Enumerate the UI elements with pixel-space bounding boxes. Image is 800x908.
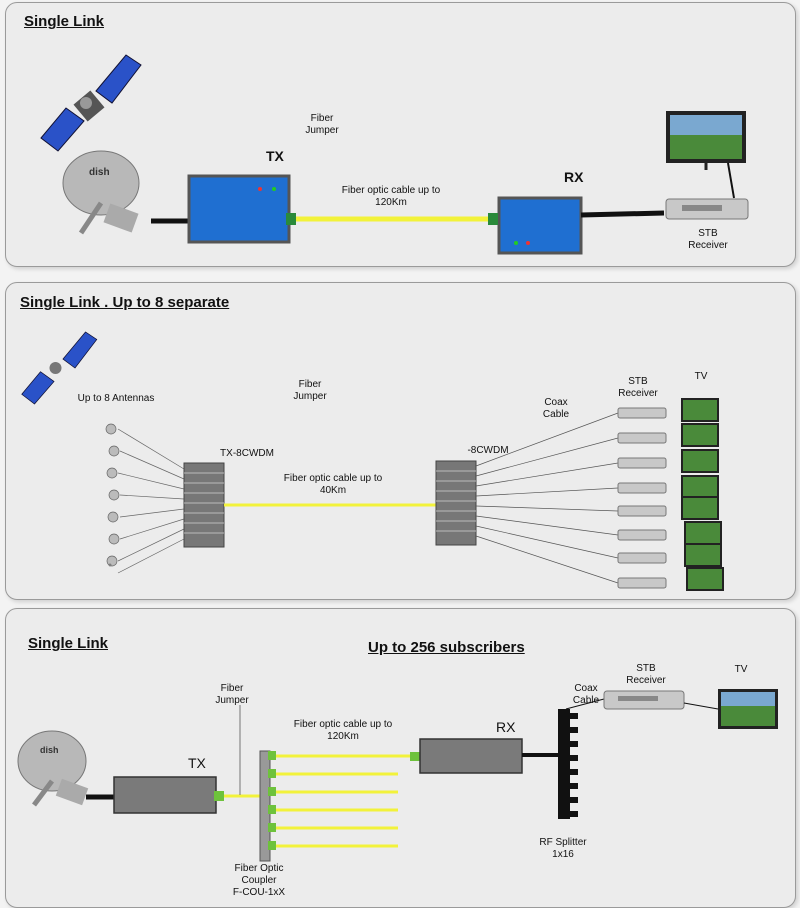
- tx-8cwdm-mux: [183, 462, 225, 548]
- stb-receivers: [617, 407, 667, 589]
- antennas-label: Up to 8 Antennas: [77, 393, 155, 404]
- stb-label: STB Receiver: [688, 228, 728, 251]
- panel1-graphics: dish: [40, 54, 749, 255]
- svg-text:dish: dish: [89, 167, 110, 178]
- stb-receiver-icon: [665, 198, 749, 220]
- rx-8cwdm-demux: [435, 460, 477, 546]
- tv-label: TV: [694, 371, 708, 382]
- rx-label: RX: [496, 719, 516, 735]
- splitter-label: RF Splitter 1x16: [539, 837, 587, 860]
- rf-splitter: [558, 709, 578, 819]
- panel-title: Single Link: [28, 635, 109, 652]
- panel-title: Single Link: [24, 13, 105, 30]
- coax-lines: [475, 412, 619, 584]
- tv-icon: [666, 111, 746, 199]
- tx-label: TX: [188, 755, 206, 771]
- coupler-outputs: [270, 754, 416, 848]
- tx-label: TX: [266, 148, 284, 164]
- fiber-jumper-label: Fiber Jumper: [215, 683, 249, 706]
- rx-device: [488, 196, 583, 255]
- panel-256-subscribers: dish: [5, 608, 796, 908]
- cable-label: Fiber optic cable up to 120Km: [293, 719, 393, 742]
- svg-text:dish: dish: [40, 745, 59, 755]
- tx-device: [113, 776, 217, 814]
- tx-label: TX-8CWDM: [220, 448, 274, 459]
- tv-icon: [718, 689, 778, 729]
- stb-receiver-icon: [603, 690, 685, 710]
- panel3-graphics: dish: [17, 689, 778, 862]
- fiber-jumper-label: Fiber Jumper: [305, 113, 339, 136]
- coax-label: Coax Cable: [542, 397, 570, 420]
- panel-multi-link: Single Link . Up to 8 separate Up to 8 A…: [5, 282, 796, 600]
- stb-label: STB Receiver: [618, 376, 658, 399]
- satellite-icon: [40, 54, 142, 152]
- panel-subtitle: Up to 256 subscribers: [368, 639, 525, 656]
- rx-device: [419, 738, 523, 774]
- panel2-graphics: [21, 331, 724, 591]
- stb-label: STB Receiver: [626, 663, 666, 686]
- cable-label: Fiber optic cable up to 120Km: [341, 185, 441, 208]
- satellite-icon: [21, 331, 98, 405]
- rx-label: -8CWDM: [467, 445, 509, 456]
- cable-label: Fiber optic cable up to 40Km: [283, 473, 383, 496]
- tx-device: [187, 174, 296, 244]
- tv-label: TV: [734, 664, 748, 675]
- fiber-jumper-label: Fiber Jumper: [293, 379, 327, 402]
- panel-title: Single Link . Up to 8 separate: [20, 294, 230, 311]
- antenna-array: [105, 423, 185, 574]
- dish-antenna-icon: dish: [17, 730, 89, 807]
- coupler-label: Fiber Optic Coupler F-COU-1xX: [232, 863, 286, 898]
- dish-antenna-icon: dish: [62, 150, 140, 235]
- panel-single-link: dish: [5, 2, 796, 267]
- rx-label: RX: [564, 169, 584, 185]
- coax-label: Coax Cable: [572, 683, 600, 706]
- tv-screens: [681, 398, 724, 591]
